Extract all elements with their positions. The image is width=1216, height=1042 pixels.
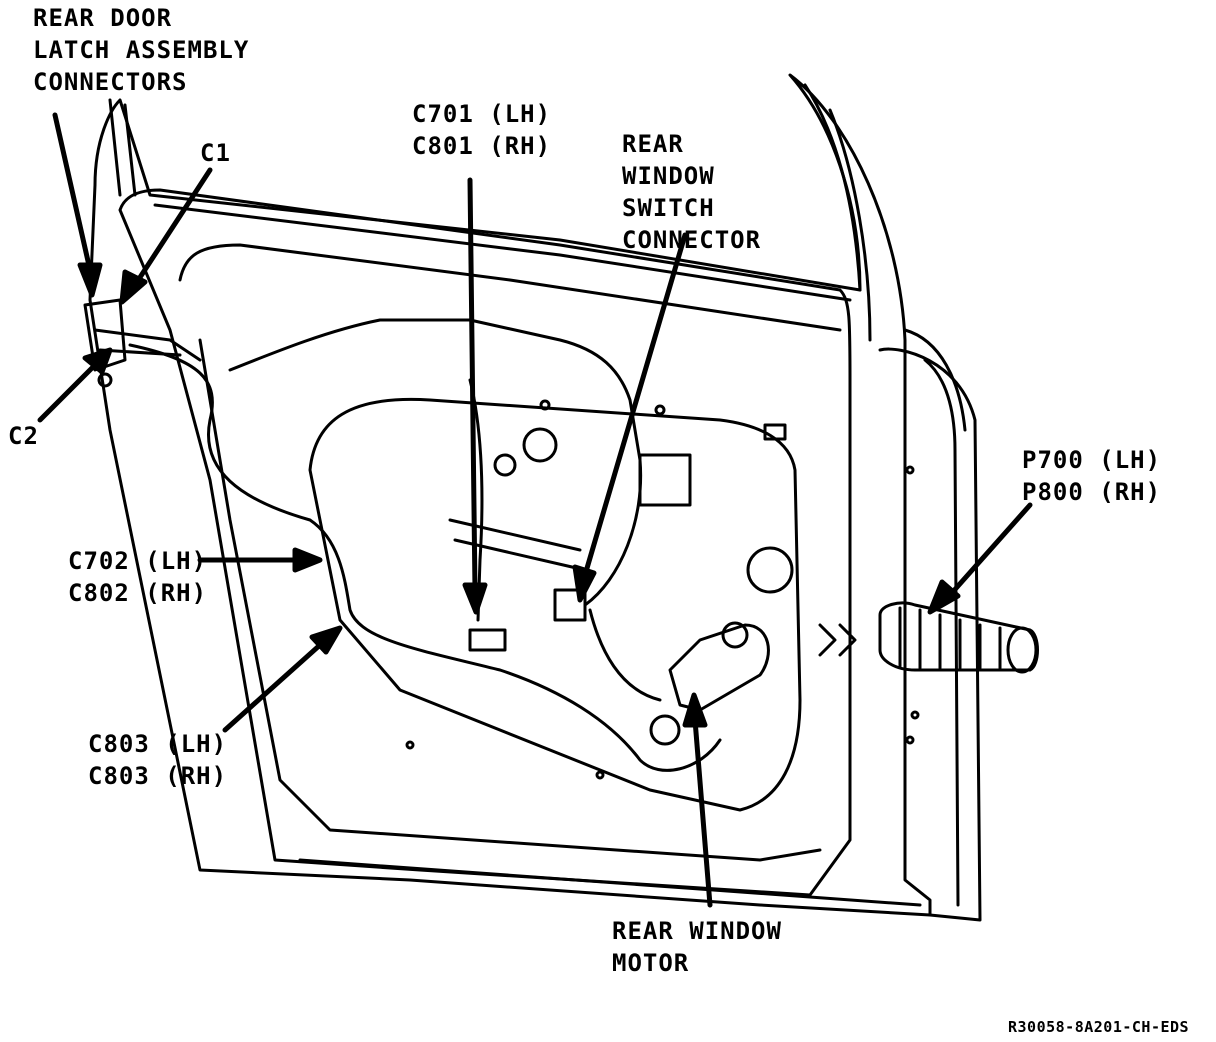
bolt (654, 404, 666, 416)
drain-hole (405, 740, 415, 750)
window-frame-edge (108, 98, 137, 197)
window-channel (803, 83, 872, 342)
door-inner-panel (118, 188, 852, 897)
callout-arrows (37, 112, 1033, 908)
label-line: CONNECTOR (622, 226, 762, 254)
pillar-edge (903, 328, 967, 432)
label-line: SWITCH (622, 194, 715, 222)
latch-rod-bracket (638, 453, 692, 507)
grommet-end (1006, 626, 1038, 674)
label-line: REAR DOOR (33, 4, 173, 32)
c701-connector (468, 628, 507, 652)
door-outer-panel (88, 73, 932, 917)
label-line: C802 (RH) (68, 579, 208, 607)
label-line: C1 (200, 139, 231, 167)
rivet (905, 735, 915, 745)
label-line: C801 (RH) (412, 132, 552, 160)
wiring-branch-2 (588, 608, 662, 702)
label-line: C803 (LH) (88, 730, 228, 758)
c701-c801-label: C701 (LH) C801 (RH) (412, 98, 551, 162)
rivet (905, 465, 915, 475)
hinge-pillar (878, 347, 982, 922)
reference-code: R30058-8A201-CH-EDS (1008, 1018, 1189, 1036)
opening-outline (308, 397, 802, 812)
latch-connectors-label: REAR DOOR LATCH ASSEMBLY CONNECTORS (33, 2, 249, 98)
rivet (910, 710, 920, 720)
switch-connector-label: REAR WINDOW SWITCH CONNECTOR (622, 128, 761, 256)
trim-line-upper (178, 243, 842, 332)
p700-p800-label: P700 (LH) P800 (RH) (1022, 444, 1161, 508)
pillar-clip (818, 623, 857, 657)
label-line: C2 (8, 422, 39, 450)
label-line: CONNECTORS (33, 68, 188, 96)
speaker-mount (746, 546, 794, 594)
bolt (539, 399, 551, 411)
label-line: WINDOW (622, 162, 715, 190)
label-line: P800 (RH) (1022, 478, 1162, 506)
c702-c802-label: C702 (LH) C802 (RH) (68, 545, 207, 609)
regulator-pivot (522, 427, 558, 463)
regulator-rail (448, 518, 587, 572)
switch-connector-plug (553, 588, 587, 622)
trim-clip (763, 423, 787, 441)
label-line: C701 (LH) (412, 100, 552, 128)
motor-gear (721, 621, 749, 649)
label-line: MOTOR (612, 949, 690, 977)
wiring-harness-upper (228, 318, 643, 607)
label-line: REAR (622, 130, 684, 158)
motor-mount (649, 714, 681, 746)
window-motor-label: REAR WINDOW MOTOR (612, 915, 782, 979)
label-line: P700 (LH) (1022, 446, 1162, 474)
trim-line-lower (198, 338, 822, 862)
label-line: C803 (RH) (88, 762, 228, 790)
label-line: LATCH ASSEMBLY (33, 36, 250, 64)
latch-bolt (97, 372, 113, 388)
regulator-pin (493, 453, 517, 477)
label-line: R30058-8A201-CH-EDS (1008, 1018, 1190, 1036)
wiring-harness (128, 343, 722, 772)
window-motor (668, 623, 770, 712)
c803-label: C803 (LH) C803 (RH) (88, 728, 227, 792)
c2-label: C2 (8, 420, 39, 452)
c1-label: C1 (200, 137, 231, 169)
door-bottom-seam (298, 858, 922, 907)
drain-hole (595, 770, 605, 780)
window-frame-top (153, 203, 852, 302)
label-line: REAR WINDOW (612, 917, 782, 945)
label-line: C702 (LH) (68, 547, 208, 575)
